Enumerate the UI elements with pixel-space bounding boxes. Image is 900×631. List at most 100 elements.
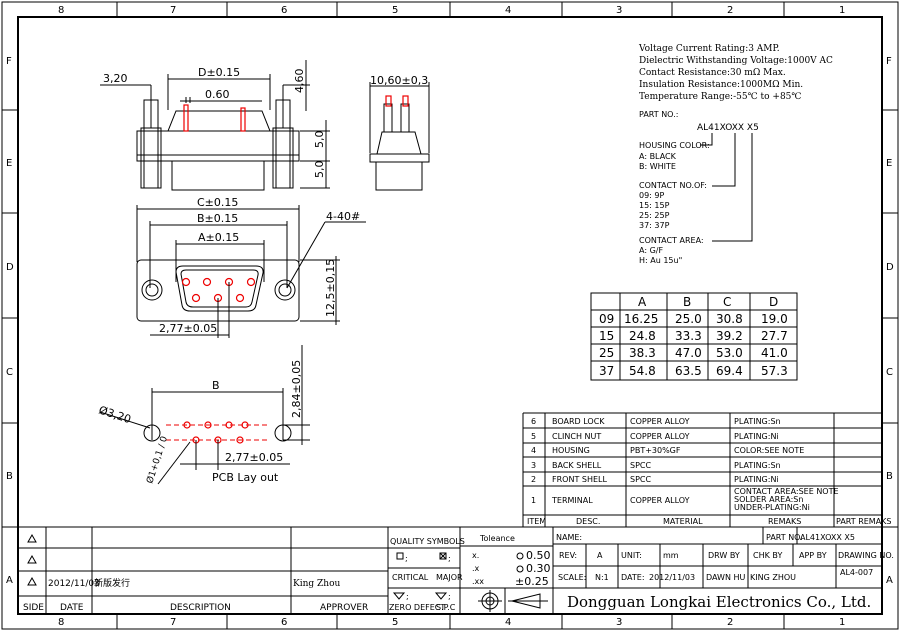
bom-header: ITEM [527, 517, 546, 526]
col-label: 8 [58, 617, 64, 628]
dim-table-cell: 25 [599, 346, 614, 360]
tol-val: 0.30 [526, 562, 551, 575]
tol-key: x. [472, 551, 479, 560]
dim-a-width: A±0.15 [198, 231, 239, 244]
bom-remark: COLOR:SEE NOTE [734, 446, 804, 455]
dim-3-20: 3,20 [103, 72, 128, 85]
spc-icon [434, 592, 448, 600]
drawn-by-value: DAWN HU [706, 573, 746, 582]
svg-text:;: ; [448, 554, 451, 563]
rev-header-desc: DESCRIPTION [170, 603, 231, 613]
col-label: 3 [616, 617, 622, 628]
bom-material: COPPER ALLOY [630, 417, 690, 426]
dim-table-cell: 19.0 [761, 312, 788, 326]
side-view: 10,60±0,3 [369, 74, 430, 191]
col-label: 7 [170, 617, 176, 628]
row-label: C [886, 367, 893, 378]
spec-line: Voltage Current Rating:3 AMP. [638, 44, 780, 54]
spec-line: Temperature Range:-55℃ to +85℃ [639, 92, 801, 102]
row-labels-right: F E D C B A [886, 56, 894, 586]
pcb-dim-284: 2,84±0,05 [290, 360, 303, 418]
rev-label: REV: [559, 551, 577, 560]
bom-material: SPCC [630, 475, 651, 484]
drawing-no-value: AL4-007 [840, 568, 873, 577]
bom-table-lines [522, 412, 882, 528]
pcb-dim-277: 2,77±0.05 [225, 451, 283, 464]
bom-desc: BOARD LOCK [552, 417, 605, 426]
part-no-label: PART NO.: [639, 110, 678, 119]
rev-header-approver: APPROVER [320, 603, 368, 613]
bom-material: COPPER ALLOY [630, 432, 690, 441]
dim-screw: 4-40# [326, 210, 360, 223]
rev-triangle-icon [27, 533, 37, 586]
bom-remark: PLATING:Sn [734, 461, 781, 470]
bom-header: DESC. [576, 517, 600, 526]
dim-table-cell: 38.3 [629, 346, 656, 360]
col-label: 4 [505, 5, 511, 16]
dim-table-cell: 15 [599, 329, 614, 343]
dim-c-width: C±0.15 [197, 196, 238, 209]
dim-4-60: 4,60 [293, 69, 306, 94]
dim-10-60: 10,60±0,3 [370, 74, 428, 87]
dim-pin-spacing: 0.60 [205, 88, 230, 101]
dim-pitch-top: 2,77±0.05 [159, 322, 217, 335]
bom-remark: PLATING:Ni [734, 432, 779, 441]
bom-remark-line: CONTACT AREA:SEE NOTE [734, 487, 839, 496]
bom-item: 4 [531, 446, 536, 455]
svg-text:;: ; [448, 592, 451, 601]
col-label: 3 [616, 5, 622, 16]
col-label: 5 [392, 617, 398, 628]
scale-value: N:1 [595, 573, 609, 582]
row-label: D [886, 262, 894, 273]
dim-table-header: D [769, 295, 778, 309]
tol-key: .xx [472, 577, 484, 586]
tolerance-block: Toleance x. 0.50 .x 0.30 .xx ±0.25 [472, 534, 551, 612]
date-value: 2012/11/03 [649, 573, 695, 582]
dimension-table [590, 292, 798, 381]
row-label: B [886, 471, 893, 482]
dim-table-cell: 24.8 [629, 329, 656, 343]
plus-minus-icon [516, 565, 524, 573]
row-label: D [6, 262, 14, 273]
unit-value: mm [663, 551, 679, 560]
col-label: 1 [839, 5, 845, 16]
dim-table-cell: 09 [599, 312, 614, 326]
rev-header-date: DATE [60, 603, 84, 613]
dim-table-cell: 27.7 [761, 329, 788, 343]
bom-item: 5 [531, 432, 536, 441]
contact-area-title: CONTACT AREA: [639, 236, 704, 245]
spec-line: Dielectric Withstanding Voltage:1000V AC [639, 56, 833, 66]
dim-table-cell: 33.3 [675, 329, 702, 343]
quality-critical: CRITICAL [392, 573, 429, 582]
checked-by-value: KING ZHOU [750, 573, 796, 582]
quality-title: QUALITY SYMBOLS [390, 537, 465, 546]
col-label: 4 [505, 617, 511, 628]
contact-no-item: 15: 15P [639, 201, 670, 210]
dim-b-width: B±0.15 [197, 212, 238, 225]
contact-area-item: H: Au 15u" [639, 256, 682, 265]
bom-header: REMAKS [768, 517, 801, 526]
bom-item: 2 [531, 475, 536, 484]
column-labels-top: 8 7 6 5 4 3 2 1 [58, 5, 845, 16]
tol-val: ±0.25 [515, 575, 549, 588]
contact-no-item: 09: 9P [639, 191, 665, 200]
pcb-label: PCB Lay out [212, 471, 279, 484]
part-number-key: PART NO.: AL41XOXX X5 HOUSING COLOR: A: … [639, 110, 759, 265]
crossed-square-icon [439, 552, 447, 560]
bom-material: SPCC [630, 461, 651, 470]
dim-d-width: D±0.15 [198, 66, 240, 79]
bom-desc: CLINCH NUT [552, 432, 601, 441]
rev-desc: 新版发行 [94, 577, 130, 589]
row-label: E [886, 158, 892, 169]
square-icon [396, 552, 404, 560]
col-label: 2 [727, 5, 733, 16]
pcb-dim-hole: Ø3,20 [97, 403, 133, 426]
drw-by: DRW BY [708, 551, 740, 560]
name-label: NAME: [556, 533, 582, 542]
bom-header: PART REMAKS [836, 517, 892, 526]
dim-table-cell: 47.0 [675, 346, 702, 360]
quality-symbols: QUALITY SYMBOLS ; ; CRITICAL MAJOR ; ; Z… [389, 537, 465, 612]
rev-date: 2012/11/03 [48, 579, 100, 589]
bom-item: 6 [531, 417, 536, 426]
dim-table-cell: 41.0 [761, 346, 788, 360]
